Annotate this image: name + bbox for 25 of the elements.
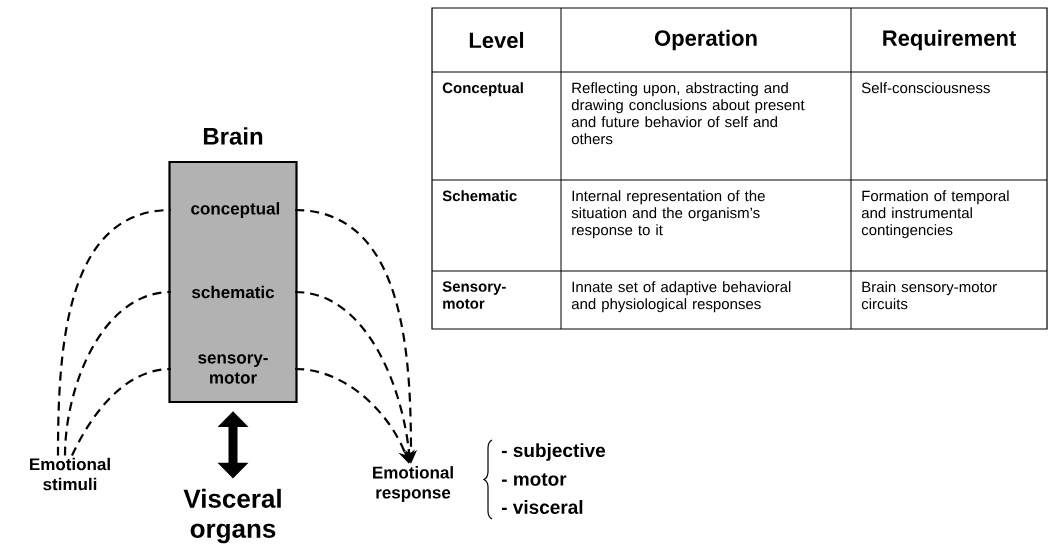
connector-line <box>56 208 171 456</box>
response-item: - motor <box>501 473 567 486</box>
table-cell: Conceptual <box>442 82 523 97</box>
level-label: sensory- motor <box>198 354 268 384</box>
emotional-stimuli-label: Emotional stimuli <box>30 457 110 491</box>
visceral-organs-label: Visceral organs <box>183 488 281 544</box>
table-cell: Reflecting upon, abstracting and drawing conclusions about present and future behavior of self and others <box>571 82 805 145</box>
table-cell: Innate set of adaptive behavioral and physiological responses <box>571 281 791 313</box>
table-cell: Self-consciousness <box>861 82 990 94</box>
level-label: schematic <box>192 285 275 299</box>
table-cell: Internal representation of the situation and the organism’s response to it <box>571 190 765 239</box>
column-header: Level <box>469 31 524 49</box>
connector-line <box>63 290 171 456</box>
column-header: Requirement <box>883 29 1016 51</box>
column-header: Operation <box>654 29 757 51</box>
node-label: Brain <box>203 127 263 145</box>
connector-line <box>71 367 171 457</box>
response-item: - subjective <box>501 443 606 461</box>
response-item: - visceral <box>501 500 583 514</box>
table-cell: Formation of temporal and instrumental contingencies <box>861 190 1009 239</box>
table-cell: Schematic <box>442 190 517 202</box>
emotional-response-label: Emotional response <box>373 466 453 502</box>
level-label: conceptual <box>191 202 280 218</box>
table-cell: Sensory- motor <box>442 281 506 309</box>
table-cell: Brain sensory-motor circuits <box>861 281 997 310</box>
